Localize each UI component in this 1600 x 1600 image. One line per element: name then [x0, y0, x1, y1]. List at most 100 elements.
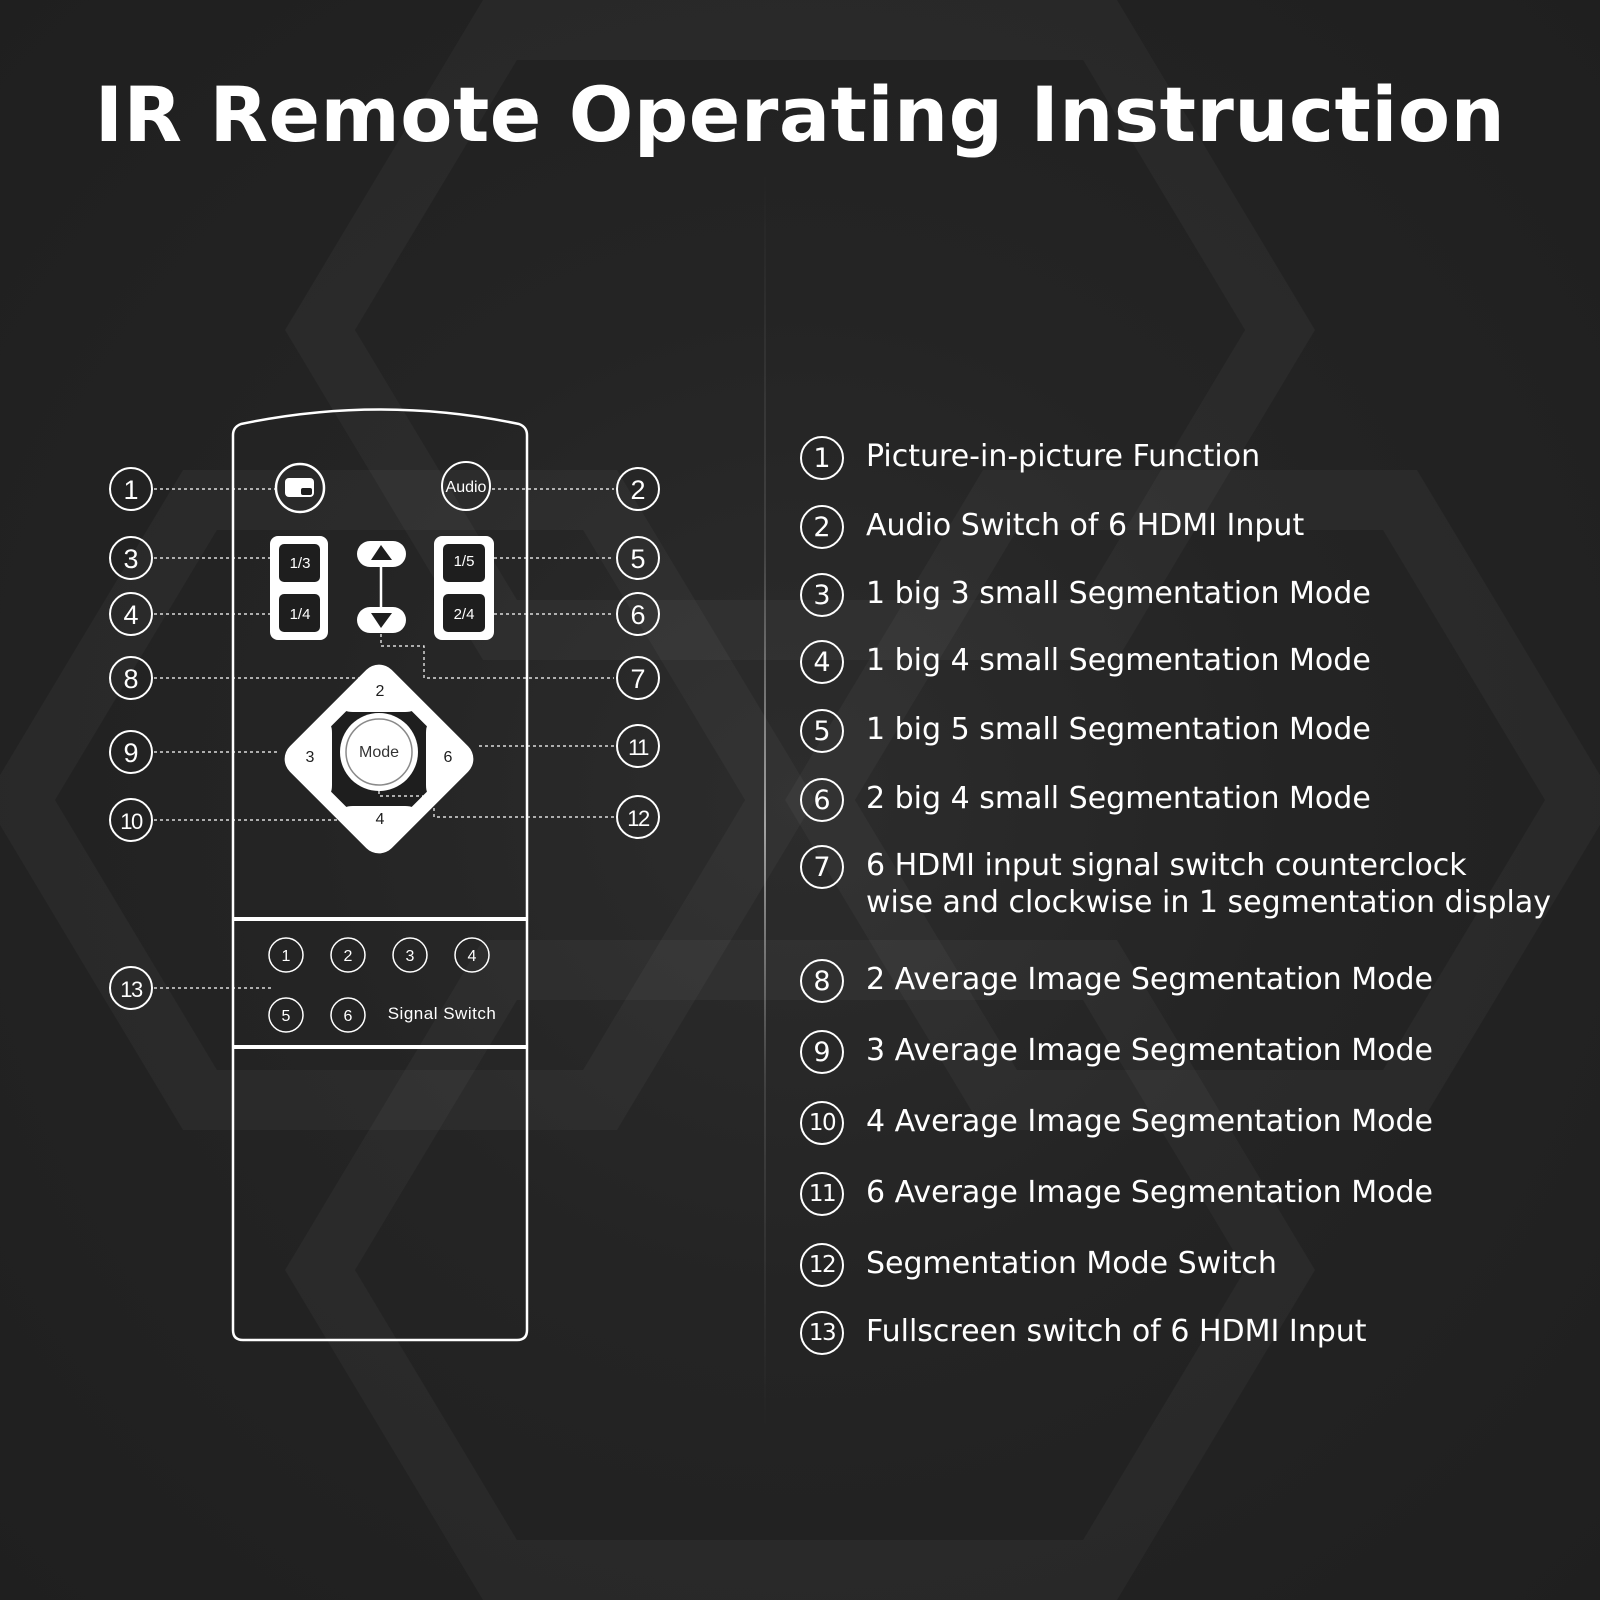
callout-13-number: 13 — [120, 977, 143, 1002]
seg-1-5-button[interactable]: 1/5 — [443, 544, 485, 582]
callout-6: 6 — [616, 592, 660, 636]
seg-1-4-label: 1/4 — [290, 606, 311, 623]
legend-item: 2 Audio Switch of 6 HDMI Input — [800, 505, 1590, 549]
legend-text: 1 big 3 small Segmentation Mode — [866, 576, 1371, 611]
callout-12-number: 12 — [627, 806, 650, 831]
callout-13: 13 — [109, 966, 153, 1010]
input-button-5[interactable]: 5 — [268, 997, 304, 1033]
audio-button[interactable]: Audio — [441, 461, 491, 511]
callout-3-number: 3 — [123, 544, 138, 574]
legend-item: 10 4 Average Image Segmentation Mode — [800, 1101, 1590, 1145]
legend-number: 11 — [800, 1172, 844, 1216]
legend-number: 6 — [800, 778, 844, 822]
legend-text: 6 HDMI input signal switch counterclock … — [866, 848, 1552, 920]
input-button-5-label: 5 — [282, 1008, 291, 1025]
input-button-4[interactable]: 4 — [454, 937, 490, 973]
legend-number: 2 — [800, 505, 844, 549]
callouts-left: 1 3 4 8 9 10 1 — [109, 467, 153, 1010]
callout-10-number: 10 — [120, 809, 143, 834]
audio-button-label: Audio — [446, 479, 487, 496]
segmentation-group-left: 1/3 1/4 — [270, 536, 328, 640]
input-button-1-label: 1 — [282, 948, 291, 965]
callout-11: 11 — [616, 724, 660, 768]
dpad-bottom-label: 4 — [376, 811, 385, 828]
dpad-right-label: 6 — [444, 749, 453, 766]
input-button-2[interactable]: 2 — [330, 937, 366, 973]
leader-lines — [154, 488, 614, 989]
mode-button-label: Mode — [359, 744, 399, 761]
dpad-top-button[interactable]: 2 — [342, 681, 416, 713]
input-button-2-label: 2 — [344, 948, 353, 965]
mode-button[interactable]: Mode — [340, 713, 418, 791]
callout-4: 4 — [109, 592, 153, 636]
callout-5: 5 — [616, 536, 660, 580]
legend-text: Picture-in-picture Function — [866, 439, 1261, 474]
remote-control — [231, 408, 529, 1342]
input-buttons: 1 2 3 4 5 6 Signal Switch — [268, 937, 497, 1033]
legend-item: 6 2 big 4 small Segmentation Mode — [800, 778, 1590, 822]
legend-text: 1 big 5 small Segmentation Mode — [866, 712, 1371, 747]
callouts-right: 2 5 6 7 11 12 — [616, 467, 660, 839]
legend-number: 4 — [800, 640, 844, 684]
legend-text: 2 Average Image Segmentation Mode — [866, 962, 1433, 997]
callout-4-number: 4 — [123, 600, 138, 630]
legend-number: 13 — [800, 1311, 844, 1355]
up-arrow-button[interactable] — [357, 541, 406, 567]
seg-1-3-button[interactable]: 1/3 — [279, 544, 320, 582]
callout-12: 12 — [616, 795, 660, 839]
input-button-3[interactable]: 3 — [392, 937, 428, 973]
seg-2-4-button[interactable]: 2/4 — [443, 594, 485, 632]
legend-text: 2 big 4 small Segmentation Mode — [866, 781, 1371, 816]
legend-text: Audio Switch of 6 HDMI Input — [866, 508, 1305, 543]
dpad-top-label: 2 — [376, 683, 385, 700]
legend-item: 1 Picture-in-picture Function — [800, 436, 1590, 480]
legend-item: 5 1 big 5 small Segmentation Mode — [800, 709, 1590, 753]
legend-number: 10 — [800, 1101, 844, 1145]
input-button-6[interactable]: 6 — [330, 997, 366, 1033]
legend-text: 4 Average Image Segmentation Mode — [866, 1104, 1433, 1139]
down-arrow-button[interactable] — [357, 607, 406, 633]
legend-text: Fullscreen switch of 6 HDMI Input — [866, 1314, 1367, 1349]
signal-switch-label: Signal Switch — [388, 1004, 497, 1023]
callout-5-number: 5 — [630, 544, 645, 574]
down-arrow-icon — [371, 613, 392, 628]
callout-2: 2 — [616, 467, 660, 511]
divider — [764, 170, 766, 1430]
seg-1-5-label: 1/5 — [454, 553, 475, 570]
legend-item: 8 2 Average Image Segmentation Mode — [800, 959, 1590, 1003]
pip-button[interactable] — [274, 462, 326, 514]
callout-2-number: 2 — [630, 475, 645, 505]
page-title: IR Remote Operating Instruction — [94, 70, 1506, 159]
legend-item: 12 Segmentation Mode Switch — [800, 1243, 1590, 1287]
legend-item: 13 Fullscreen switch of 6 HDMI Input — [800, 1311, 1590, 1355]
remote-outline — [231, 408, 529, 1342]
callout-1-number: 1 — [123, 475, 138, 505]
input-button-3-label: 3 — [406, 948, 415, 965]
callout-8-number: 8 — [123, 664, 138, 694]
callout-7-number: 7 — [630, 664, 645, 694]
legend-number: 1 — [800, 436, 844, 480]
callout-8: 8 — [109, 656, 153, 700]
dpad-left-label: 3 — [306, 749, 315, 766]
legend-number: 5 — [800, 709, 844, 753]
dpad-right-button[interactable]: 6 — [426, 722, 457, 796]
callout-3: 3 — [109, 536, 153, 580]
seg-1-4-button[interactable]: 1/4 — [279, 594, 320, 632]
callout-11-number: 11 — [628, 735, 649, 760]
seg-1-3-label: 1/3 — [290, 555, 311, 572]
dpad: 2 4 3 6 Mode — [284, 664, 474, 854]
legend-item: 3 1 big 3 small Segmentation Mode — [800, 573, 1590, 617]
dpad-bottom-button[interactable]: 4 — [342, 806, 416, 837]
callout-6-number: 6 — [630, 600, 645, 630]
legend-text: Segmentation Mode Switch — [866, 1246, 1277, 1281]
legend-item: 9 3 Average Image Segmentation Mode — [800, 1030, 1590, 1074]
up-arrow-icon — [371, 545, 392, 560]
callout-9: 9 — [109, 730, 153, 774]
dpad-left-button[interactable]: 3 — [301, 722, 333, 796]
segmentation-group-right: 1/5 2/4 — [434, 536, 494, 640]
seg-2-4-label: 2/4 — [454, 606, 475, 623]
input-button-1[interactable]: 1 — [268, 937, 304, 973]
legend-number: 9 — [800, 1030, 844, 1074]
